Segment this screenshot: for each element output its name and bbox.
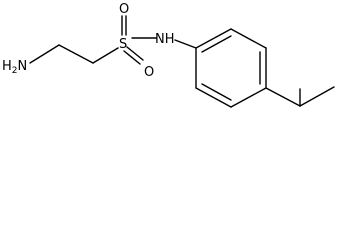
ring-bond-2: [230, 28, 267, 49]
bond-s-o-bottom-a: [123, 50, 141, 65]
ring-bond-1: [195, 28, 232, 49]
bond-n-c1: [29, 44, 60, 64]
bond-ch-methyl-right: [299, 86, 335, 107]
bond-s-o-bottom-b: [126, 46, 144, 61]
amine-label: H2N: [2, 59, 27, 76]
oxygen-bottom-label: O: [144, 65, 154, 80]
sulfur-label: S: [119, 37, 127, 52]
chemical-structure: H2N S O O NH: [2, 2, 335, 108]
ring-bond-5: [195, 87, 232, 108]
ring-inner-bond-3: [201, 83, 232, 101]
ring-inner-bond-1: [201, 35, 232, 53]
bond-c1-c2: [58, 44, 94, 64]
amide-nitrogen-label: NH: [155, 32, 175, 47]
bond-c2-s: [92, 47, 119, 64]
bond-ring-ch: [265, 87, 301, 107]
oxygen-top-label: O: [119, 2, 129, 17]
bond-nh-ring: [174, 39, 197, 49]
ring-bond-4: [230, 87, 267, 108]
